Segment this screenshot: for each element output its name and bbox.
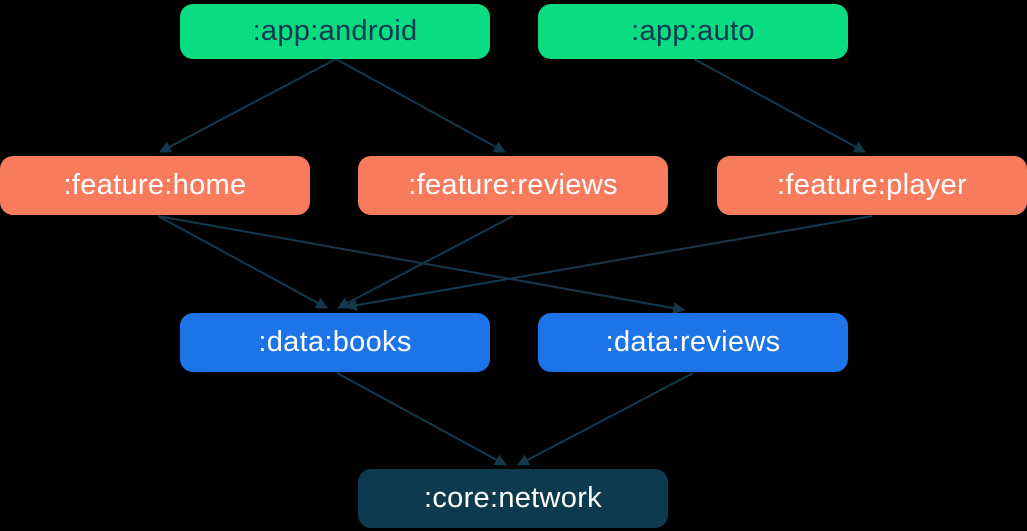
node-label: :core:network bbox=[424, 482, 602, 514]
edge-feature-player-to-data-books bbox=[344, 215, 873, 312]
node-label: :data:reviews bbox=[605, 326, 781, 358]
edge-app-auto-to-feature-player bbox=[693, 58, 867, 153]
node-label: :app:auto bbox=[631, 15, 755, 47]
node-feature-home: :feature:home bbox=[0, 156, 310, 215]
node-label: :feature:home bbox=[63, 169, 247, 201]
edge-feature-home-to-data-reviews bbox=[157, 215, 686, 315]
node-app-auto: :app:auto bbox=[538, 4, 848, 59]
edge-data-reviews-to-core-network bbox=[516, 372, 694, 466]
node-label: :feature:player bbox=[777, 169, 967, 201]
node-feature-reviews: :feature:reviews bbox=[358, 156, 668, 215]
node-data-books: :data:books bbox=[180, 313, 490, 372]
node-label: :data:books bbox=[258, 326, 412, 358]
node-label: :app:android bbox=[252, 15, 418, 47]
edge-data-books-to-core-network bbox=[336, 372, 508, 466]
node-app-android: :app:android bbox=[180, 4, 490, 59]
node-feature-player: :feature:player bbox=[717, 156, 1027, 215]
edge-feature-reviews-to-data-books bbox=[336, 215, 514, 309]
node-label: :feature:reviews bbox=[408, 169, 618, 201]
edge-feature-home-to-data-books bbox=[157, 215, 329, 309]
node-data-reviews: :data:reviews bbox=[538, 313, 848, 372]
edge-app-android-to-feature-home bbox=[158, 58, 337, 153]
node-core-network: :core:network bbox=[358, 469, 668, 528]
edge-app-android-to-feature-reviews bbox=[335, 58, 507, 153]
